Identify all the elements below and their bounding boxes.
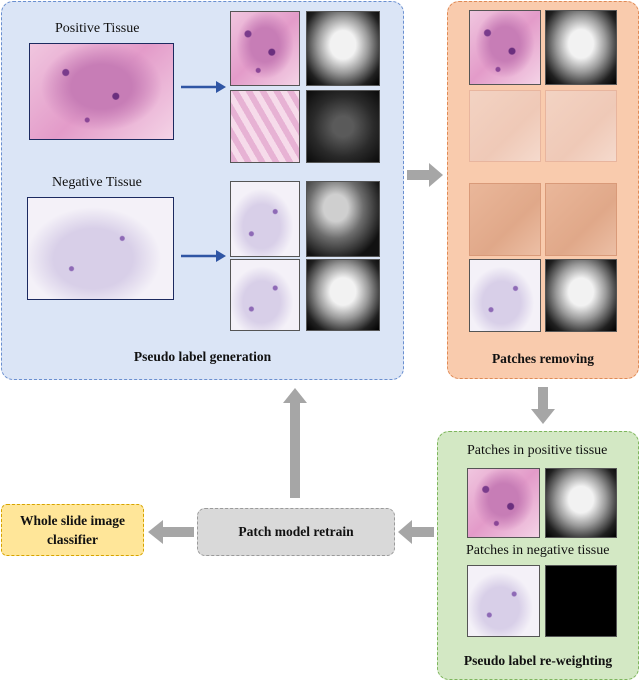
- reweight-positive-patch: [467, 468, 540, 538]
- removed-heatmap-1: [545, 90, 617, 162]
- gray-arrow-to-generation: [283, 388, 307, 498]
- patches-positive-label: Patches in positive tissue: [467, 443, 608, 458]
- whole-slide-classifier-label: Whole slide image classifier: [20, 513, 125, 547]
- patches-removing-title: Patches removing: [491, 351, 595, 366]
- positive-tissue-label: Positive Tissue: [55, 21, 140, 36]
- patch-model-retrain-label: Patch model retrain: [238, 524, 354, 539]
- blue-arrow-negative: [181, 250, 226, 262]
- removed-patch-1: [469, 90, 541, 162]
- negative-heatmap-2: [306, 259, 380, 331]
- patch-model-retrain-box: [197, 508, 395, 556]
- negative-patch-1: [230, 181, 300, 257]
- removing-heatmap-2: [545, 259, 617, 332]
- reweight-positive-heatmap: [545, 468, 617, 538]
- gray-arrow-to-reweighting: [531, 387, 555, 424]
- removing-patch-1: [469, 10, 541, 85]
- removed-heatmap-2: [545, 183, 617, 256]
- removed-patch-2: [469, 183, 541, 256]
- negative-heatmap-1: [306, 181, 380, 257]
- gray-arrow-to-retrain: [398, 520, 434, 544]
- positive-patch-2: [230, 90, 300, 163]
- negative-patch-2: [230, 259, 300, 331]
- pseudo-label-generation-title: Pseudo label generation: [133, 349, 272, 364]
- patches-negative-label: Patches in negative tissue: [466, 543, 610, 558]
- reweight-negative-heatmap: [545, 565, 617, 637]
- negative-tissue-label: Negative Tissue: [52, 175, 142, 190]
- reweight-negative-patch: [467, 565, 540, 637]
- positive-patch-1: [230, 11, 300, 86]
- gray-arrow-to-removing: [407, 163, 443, 187]
- whole-slide-classifier-box: [1, 504, 144, 556]
- gray-arrow-to-classifier: [148, 520, 194, 544]
- positive-heatmap-1: [306, 11, 380, 86]
- positive-heatmap-2: [306, 90, 380, 163]
- removing-heatmap-1: [545, 10, 617, 85]
- pseudo-label-reweighting-title: Pseudo label re-weighting: [463, 653, 613, 668]
- removing-patch-2: [469, 259, 541, 332]
- negative-tissue-slide: [27, 197, 174, 300]
- positive-tissue-slide: [29, 43, 174, 140]
- blue-arrow-positive: [181, 81, 226, 93]
